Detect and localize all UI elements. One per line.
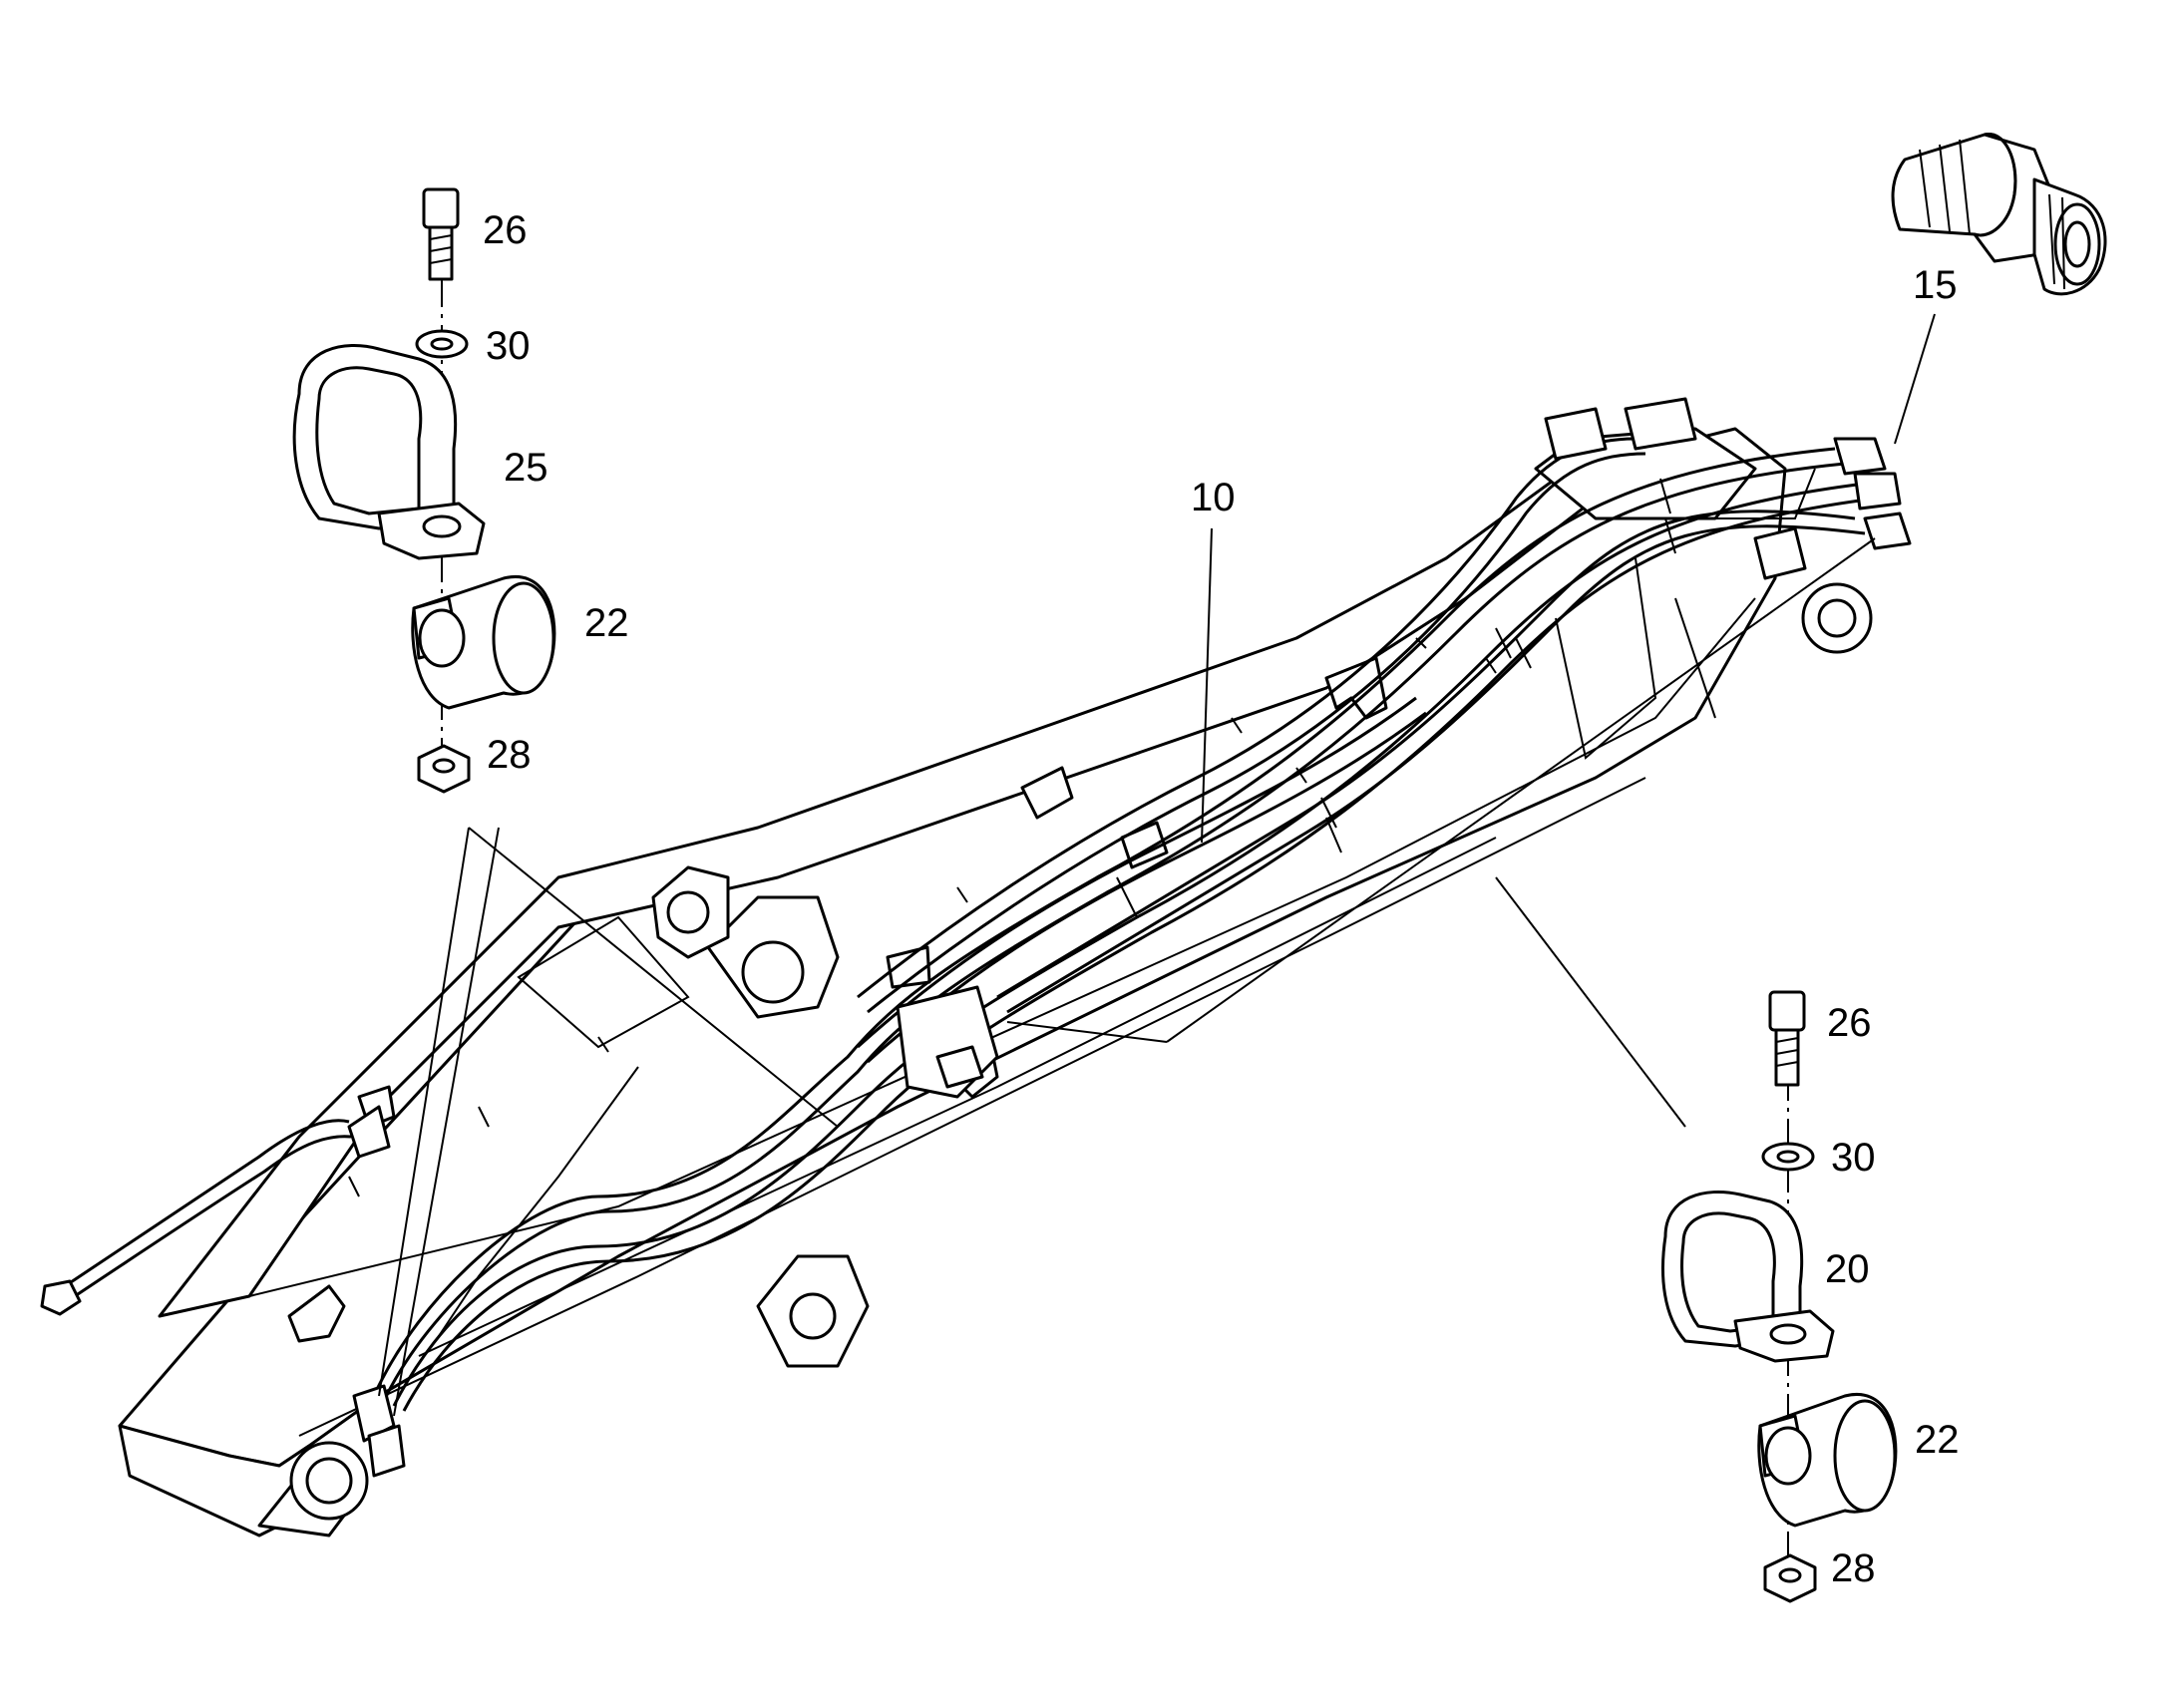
- callout-labels: 26 30 25 22 28 15 10 26 30 20 22 28: [483, 208, 1960, 1590]
- rubber-insert-22-upper: [411, 575, 556, 710]
- bolt-26-lower: [1768, 990, 1806, 1087]
- callout-30-upper: 30: [486, 324, 531, 368]
- nut-28-lower: [1763, 1553, 1817, 1603]
- leader-10c: [1166, 537, 1876, 1043]
- rubber-insert-22-lower: [1757, 1393, 1898, 1528]
- washer-30-upper: [415, 329, 469, 359]
- callout-10: 10: [1191, 476, 1236, 519]
- callout-20: 20: [1825, 1247, 1870, 1291]
- leader-10b: [1006, 1021, 1168, 1043]
- callout-22-upper: 22: [584, 601, 629, 645]
- clamp-set-upper: [292, 187, 839, 1417]
- adapter-fitting-15: [1891, 133, 2107, 296]
- hydraulic-hoses: [40, 397, 1912, 1478]
- leader-10a: [1201, 527, 1213, 844]
- leader-15: [1894, 313, 1936, 445]
- clamp-set-lower: [1660, 990, 1898, 1603]
- callout-30-lower: 30: [1831, 1136, 1876, 1180]
- callout-28-upper: 28: [487, 733, 532, 777]
- leader-lines: [1006, 313, 1936, 1128]
- leader-clamp-lower: [1495, 876, 1686, 1128]
- clamp-20: [1660, 1190, 1835, 1363]
- clamp-25: [292, 343, 486, 560]
- callout-25: 25: [504, 446, 548, 490]
- callout-26-lower: 26: [1827, 1001, 1872, 1045]
- callout-28-lower: 28: [1831, 1546, 1876, 1590]
- nut-28-upper: [417, 744, 471, 794]
- callout-26-upper: 26: [483, 208, 528, 252]
- bolt-26-upper: [422, 187, 460, 281]
- washer-30-lower: [1761, 1142, 1815, 1172]
- callout-22-lower: 22: [1915, 1418, 1960, 1462]
- callout-15: 15: [1913, 263, 1958, 307]
